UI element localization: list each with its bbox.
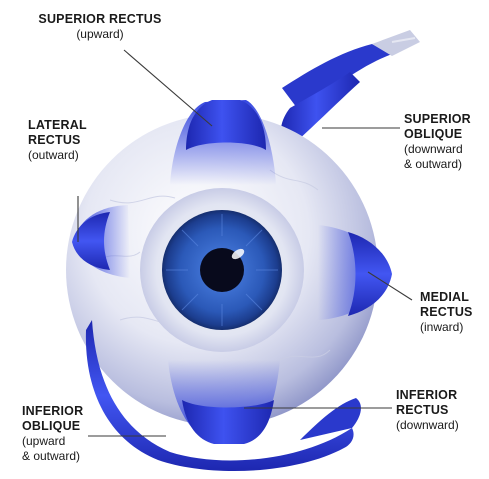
inferior-oblique-action-1: (upward xyxy=(22,434,83,449)
medial-rectus-label: MEDIAL RECTUS (inward) xyxy=(420,290,473,335)
inferior-rectus-name-1: INFERIOR xyxy=(396,388,459,403)
inferior-rectus-muscle xyxy=(168,360,280,444)
inferior-oblique-name-1: INFERIOR xyxy=(22,404,83,419)
leader-line-superior-rectus xyxy=(124,50,212,126)
lateral-rectus-name-1: LATERAL xyxy=(28,118,87,133)
medial-rectus-muscle xyxy=(318,225,392,320)
inferior-oblique-label: INFERIOR OBLIQUE (upward & outward) xyxy=(22,404,83,464)
superior-oblique-name-1: SUPERIOR xyxy=(404,112,471,127)
lateral-rectus-name-2: RECTUS xyxy=(28,133,87,148)
lateral-rectus-label: LATERAL RECTUS (outward) xyxy=(28,118,87,163)
superior-rectus-action: (upward) xyxy=(30,27,170,42)
medial-rectus-action: (inward) xyxy=(420,320,473,335)
superior-rectus-label: SUPERIOR RECTUS (upward) xyxy=(30,12,170,42)
inferior-oblique-name-2: OBLIQUE xyxy=(22,419,83,434)
superior-oblique-action-2: & outward) xyxy=(404,157,471,172)
inferior-oblique-action-2: & outward) xyxy=(22,449,83,464)
superior-oblique-name-2: OBLIQUE xyxy=(404,127,471,142)
superior-oblique-label: SUPERIOR OBLIQUE (downward & outward) xyxy=(404,112,471,172)
superior-rectus-name: SUPERIOR RECTUS xyxy=(30,12,170,27)
medial-rectus-name-1: MEDIAL xyxy=(420,290,473,305)
lateral-rectus-action: (outward) xyxy=(28,148,87,163)
medial-rectus-name-2: RECTUS xyxy=(420,305,473,320)
inferior-rectus-name-2: RECTUS xyxy=(396,403,459,418)
inferior-rectus-label: INFERIOR RECTUS (downward) xyxy=(396,388,459,433)
superior-rectus-muscle xyxy=(170,100,276,185)
inferior-rectus-action: (downward) xyxy=(396,418,459,433)
superior-oblique-action-1: (downward xyxy=(404,142,471,157)
